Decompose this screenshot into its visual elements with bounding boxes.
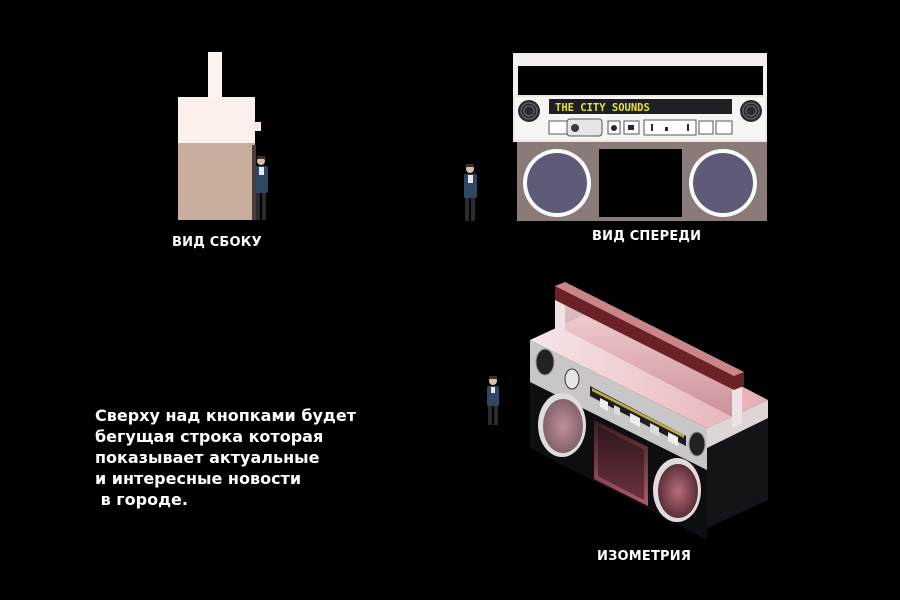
marquee-text: THE CITY SOUNDS — [555, 102, 650, 114]
side-view-boombox — [178, 52, 261, 220]
description-line: и интересные новости — [95, 469, 302, 488]
description-text: Сверху над кнопками будет бегущая строка… — [95, 405, 395, 510]
person-figure-side — [255, 156, 268, 220]
person-figure-front — [464, 164, 477, 221]
side-view-label: ВИД СБОКУ — [172, 235, 262, 250]
description-line: бегущая строка которая — [95, 427, 324, 446]
isometric-view-label: ИЗОМЕТРИЯ — [597, 549, 692, 564]
isometric-boombox — [530, 282, 768, 540]
marquee-display — [549, 99, 732, 114]
description-line: Сверху над кнопками будет — [95, 406, 356, 425]
front-view-boombox — [513, 53, 767, 221]
front-view-label: ВИД СПЕРЕДИ — [592, 229, 702, 244]
description-line: в городе. — [95, 490, 188, 509]
description-line: показывает актуальные — [95, 448, 320, 467]
person-figure-iso — [487, 376, 499, 425]
